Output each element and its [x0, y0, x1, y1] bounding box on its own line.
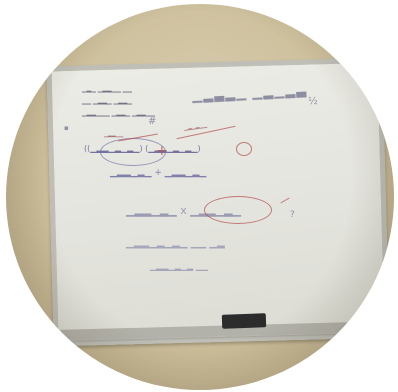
red-circle-mark — [236, 142, 252, 156]
handwritten-result-line-2: ▁▂▂▁▂▁▂ ▁▁ — [150, 262, 208, 271]
handwritten-result-line-1: ▁▂▂▁▂▁▂▁ ▁▁ ▁▂ — [126, 238, 225, 249]
margin-mark: ▪ — [64, 124, 69, 132]
question-mark: ? — [290, 210, 295, 220]
hash-mark: # — [148, 116, 156, 127]
handwritten-note-line-1: ▁▂▁ ▁▂▂▁▁ ▁▁ — [82, 86, 132, 93]
circled-value-mark — [204, 196, 272, 224]
handwritten-note-line-3: ▁▂▂▁▁▁ ▁▂▂▁ ▁▂▂▁▁ — [82, 110, 155, 117]
fraction-mark: ½ — [308, 96, 318, 107]
vignette-shadow — [6, 4, 394, 390]
handwritten-annotation-left: ▁▂▂▁▁ — [104, 132, 123, 138]
handwritten-note-line-2: ▁▁ ▁▂▂▁ ▁▂▂▁ — [82, 98, 132, 105]
handwritten-sum: ▁▂▂▁▂▁ + ▁▂▂▁▂▁ — [110, 168, 206, 178]
whiteboard-photo: ▁▂▁ ▁▂▂▁▁ ▁▁ ▁▁ ▁▂▂▁ ▁▂▂▁ ▁▂▂▁▁▁ ▁▂▂▁ ▁▂… — [6, 4, 394, 390]
